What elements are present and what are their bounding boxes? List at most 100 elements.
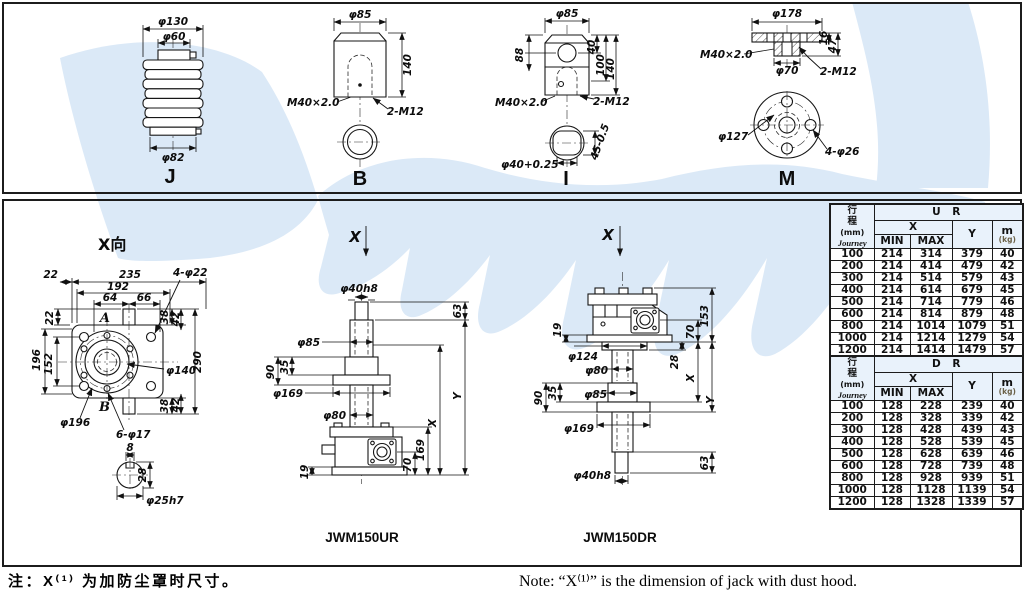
table-cell: 1279 [951,332,993,345]
table-cell: 48 [991,308,1024,321]
dim-label: 38 [159,310,171,325]
part-b-drawing: φ85 140 M40×2.0 2-M12 B [287,9,424,188]
dim-label: Y [452,391,464,400]
view-title: X向 [98,235,126,254]
dim-label: 35 [279,360,291,375]
table-cell: 800 [829,472,875,485]
bellows-top-cap [157,49,191,61]
dim-label: 4-φ26 [824,146,860,158]
spec-table-ur: 行 程 (mm) Journey U R X Y m (kg) [829,203,1024,358]
table-cell: 40 [991,248,1024,261]
table-cell: 128 [873,496,911,510]
dim-label: 40 [586,40,598,56]
dim-label: 90 [533,391,545,406]
dim-label: 19 [552,323,564,338]
dim-label: 90 [265,365,277,380]
dim-label: 45-0.5 [588,122,612,162]
dim-label: φ85 [556,8,579,20]
table-cell: 628 [909,448,953,461]
mass-header: m (kg) [991,220,1024,249]
dim-label: φ178 [772,8,802,20]
min-header: MIN [873,386,911,401]
table-cell: 328 [909,412,953,425]
table-cell: 45 [991,284,1024,297]
dim-label: φ127 [718,131,749,143]
table-cell: 100 [829,400,875,413]
model-label: JWM150DR [583,530,657,545]
jwm150dr-drawing: X 19 153 70 φ124 28 [533,226,717,545]
dim-label: M40×2.0 [287,97,339,109]
table-cell: 40 [991,400,1024,413]
spec-table-dr: 行 程 (mm) Journey D R X Y m (kg) [829,355,1024,510]
dim-label: φ169 [273,388,303,400]
watermark-top-right-blob [852,2,990,188]
journey-header-mm: (mm) [840,228,865,237]
dim-label: 22 [44,311,56,326]
y-header: Y [951,372,993,401]
table-cell: 43 [991,272,1024,285]
dim-label: 64 [103,292,118,304]
dim-label: 290 [192,351,204,373]
screw-lower [611,411,634,453]
dim-label: 4-φ22 [172,267,208,279]
table-cell: 54 [991,484,1024,497]
table-cell: 814 [909,308,953,321]
table-cell: 239 [951,400,993,413]
table-cell: 1339 [951,496,993,510]
bellows-outline [142,59,204,128]
table-cell: 1128 [909,484,953,497]
table-cell: 779 [951,296,993,309]
dim-label: 22 [43,269,58,281]
table-cell: 128 [873,448,911,461]
table-cell: 214 [873,332,911,345]
dim-label: 42 [170,312,182,328]
stop-flange [332,374,391,386]
thread-hole-hidden [347,54,373,97]
dim-label: 70 [402,458,414,473]
dim-label: 235 [119,269,141,281]
screw-upper [611,349,634,384]
dim-label: 153 [699,305,711,327]
table-cell: 400 [829,284,875,297]
table-title: D R [873,355,1024,373]
table-cell: 128 [873,436,911,449]
table-cell: 128 [873,400,911,413]
housing-top [587,293,658,306]
dim-label: φ80 [323,410,346,422]
table-cell: 1214 [909,332,953,345]
view-direction-label: X [601,226,615,244]
screw-tip [354,301,369,321]
table-cell: 214 [873,308,911,321]
journey-header-zh2: 程 [847,216,857,227]
table-cell: 48 [991,460,1024,473]
dim-label: 2-M12 [387,106,424,118]
table-cell: 128 [873,412,911,425]
dim-label: 35 [547,386,559,401]
table-cell: 1000 [829,484,875,497]
shaft-b-label: B [98,400,110,415]
table-cell: 1139 [951,484,993,497]
table-cell: 214 [873,320,911,333]
table-cell: 128 [873,484,911,497]
table-cell: 314 [909,248,953,261]
table-cell: 528 [909,436,953,449]
screw-tip [614,451,629,474]
table-cell: 928 [909,472,953,485]
part-label: M [779,168,796,188]
table-cell: 57 [991,496,1024,510]
dim-label: φ70 [776,65,799,77]
journey-header-mm: (mm) [840,380,865,389]
dim-label: φ60 [163,31,186,43]
table-cell: 800 [829,320,875,333]
table-cell: 46 [991,296,1024,309]
